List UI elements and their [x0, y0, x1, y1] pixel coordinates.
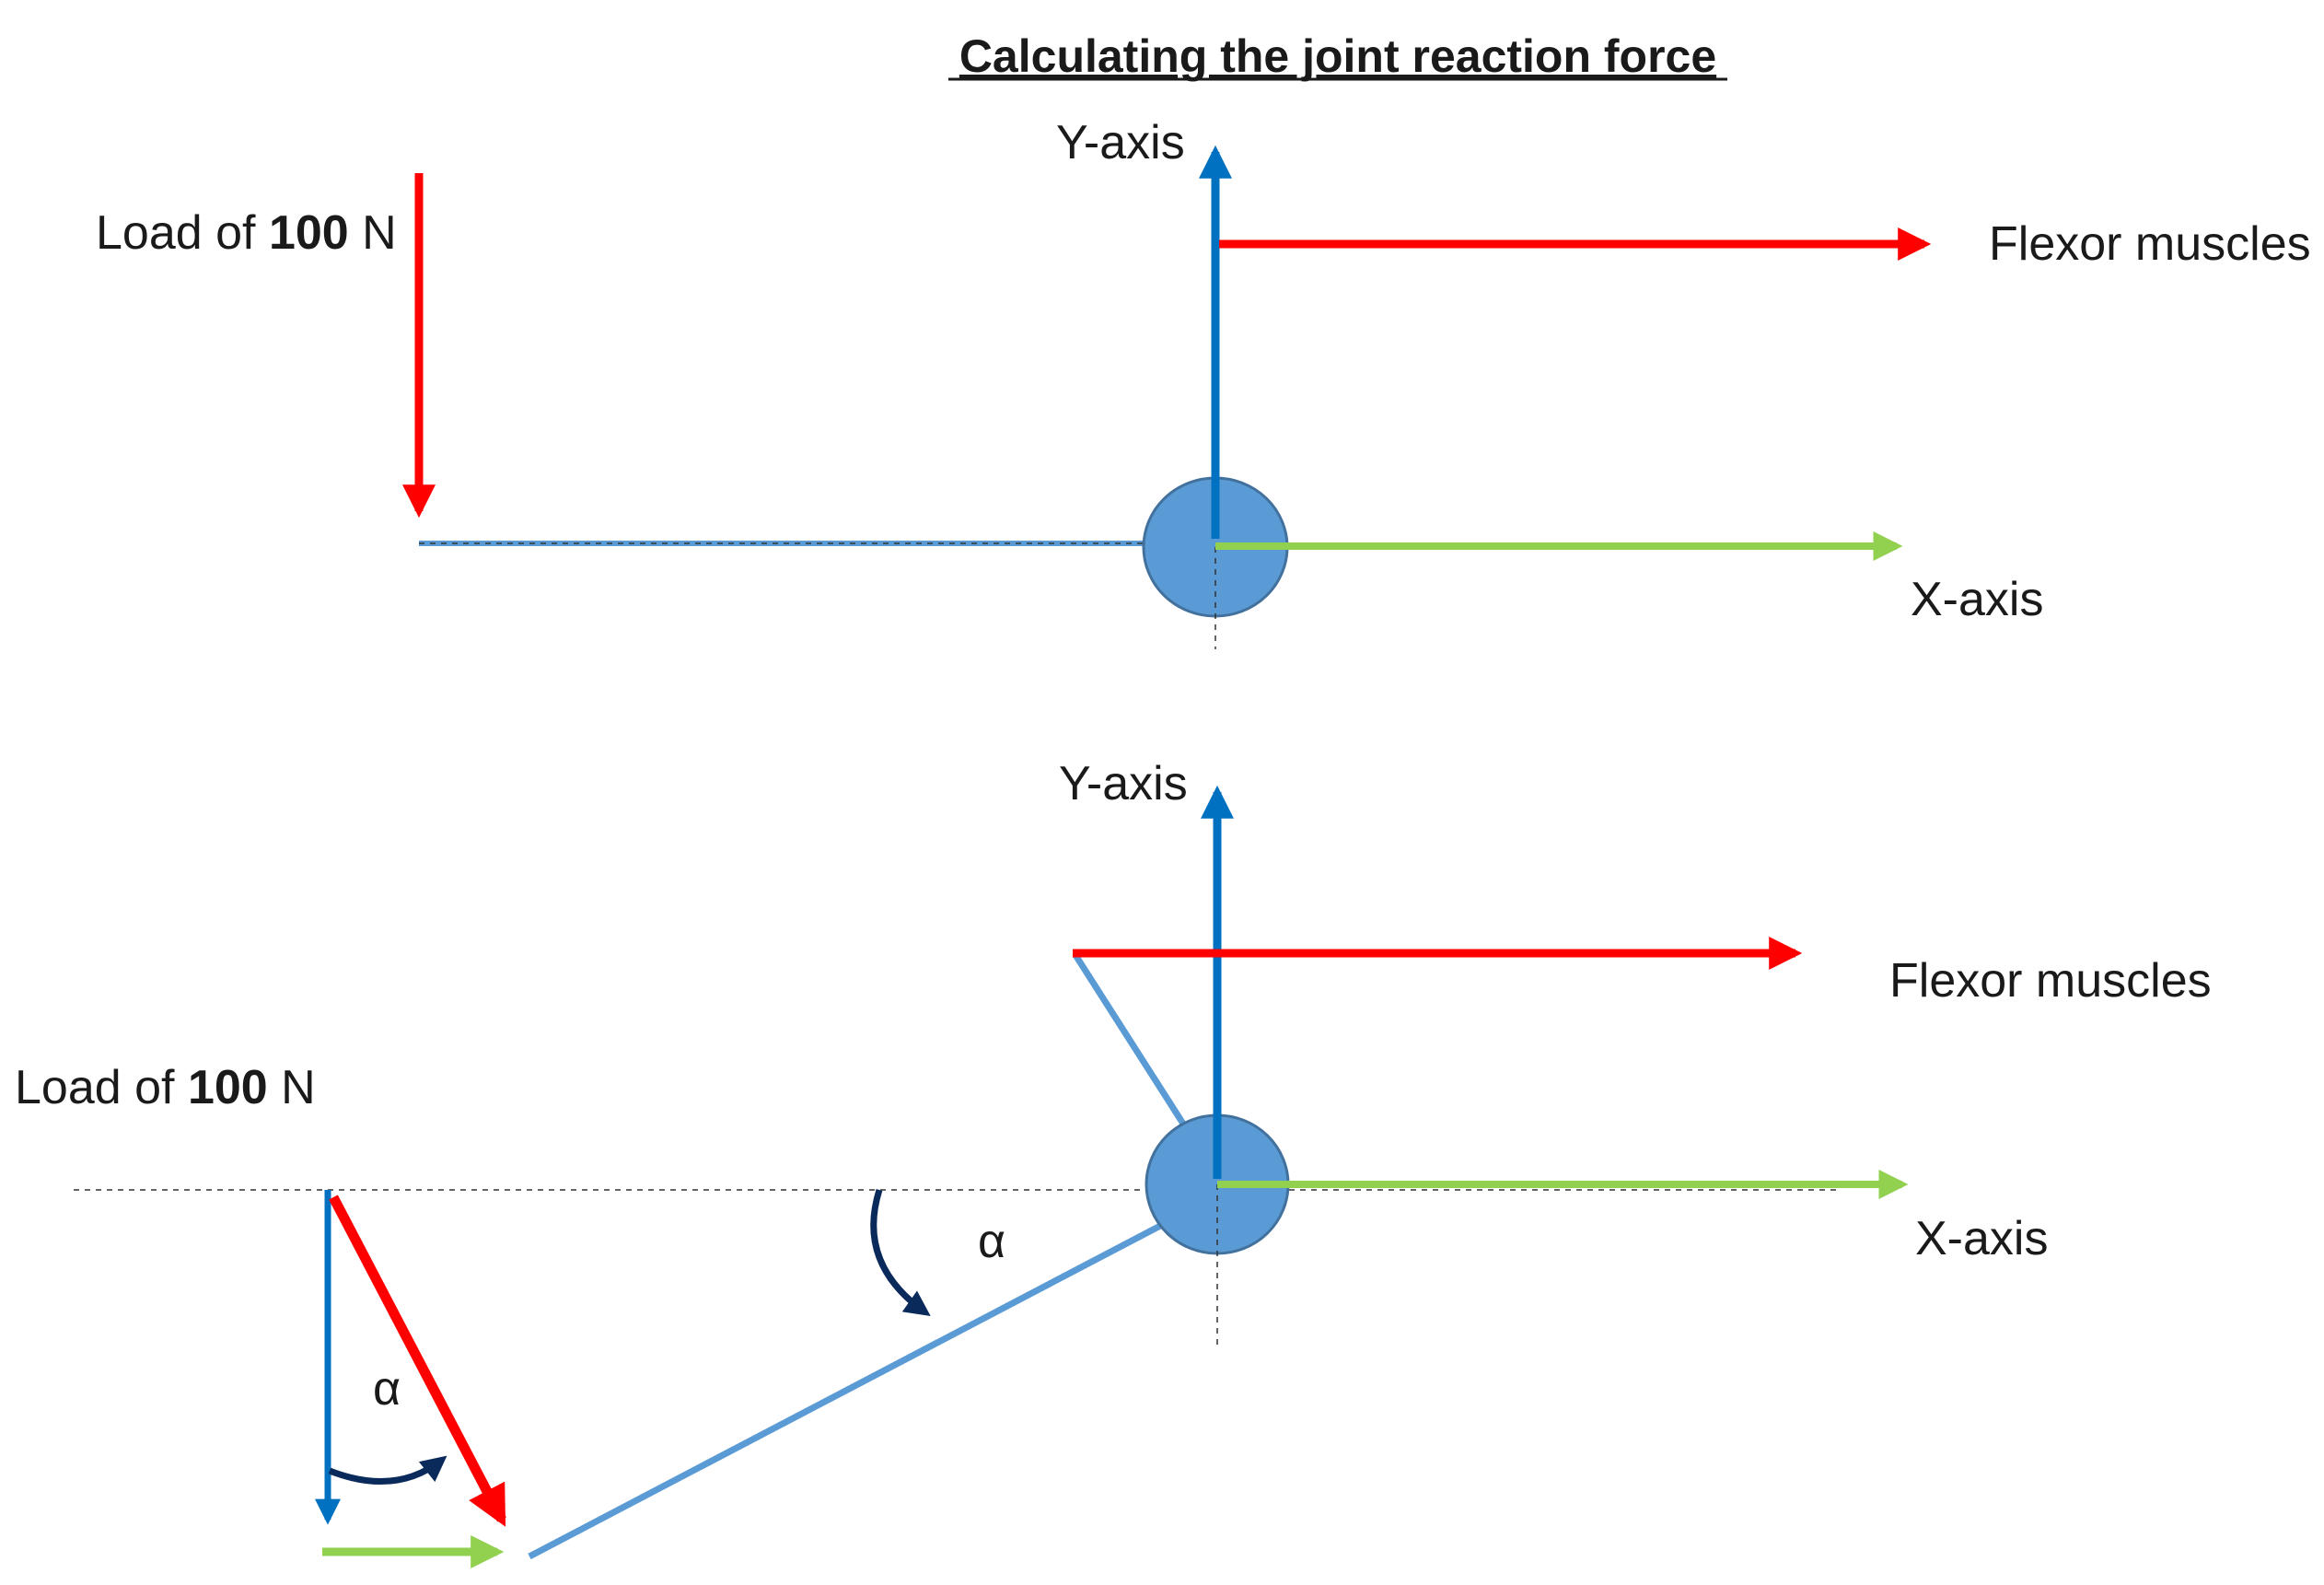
top-load-value: 100	[269, 206, 349, 260]
bottom-angle-arc-vector	[328, 1455, 447, 1486]
bottom-panel: Y-axis Flexor muscles X-axis Load of 100…	[15, 757, 2212, 1568]
bottom-angle-arc-forearm	[870, 1188, 931, 1317]
top-load-unit: N	[349, 206, 397, 260]
bottom-y-axis-label: Y-axis	[1059, 757, 1188, 810]
bottom-load-label: Load of 100 N	[15, 1061, 316, 1114]
bottom-flexor-label: Flexor muscles	[1889, 954, 2212, 1008]
bottom-upper-bone-line	[1073, 953, 1191, 1133]
top-load-prefix: Load of	[96, 206, 269, 260]
bottom-x-axis-label: X-axis	[1915, 1212, 2048, 1265]
bottom-forearm-line	[528, 1221, 1164, 1560]
bottom-alpha-label-forearm: α	[978, 1215, 1005, 1268]
top-load-label: Load of 100 N	[96, 206, 397, 260]
bottom-alpha-label-vector: α	[373, 1362, 401, 1416]
top-x-axis-label: X-axis	[1911, 573, 2043, 626]
top-flexor-label: Flexor muscles	[1989, 217, 2311, 271]
top-panel: Y-axis Flexor muscles X-axis Load of 100…	[96, 116, 2311, 649]
top-y-axis-label: Y-axis	[1056, 116, 1185, 169]
bottom-load-force-arrow	[329, 1195, 506, 1527]
bottom-load-value: 100	[188, 1061, 268, 1114]
bottom-load-unit: N	[268, 1061, 316, 1114]
page-title: Calculating the joint reaction force	[959, 30, 1716, 82]
bottom-load-prefix: Load of	[15, 1061, 188, 1114]
